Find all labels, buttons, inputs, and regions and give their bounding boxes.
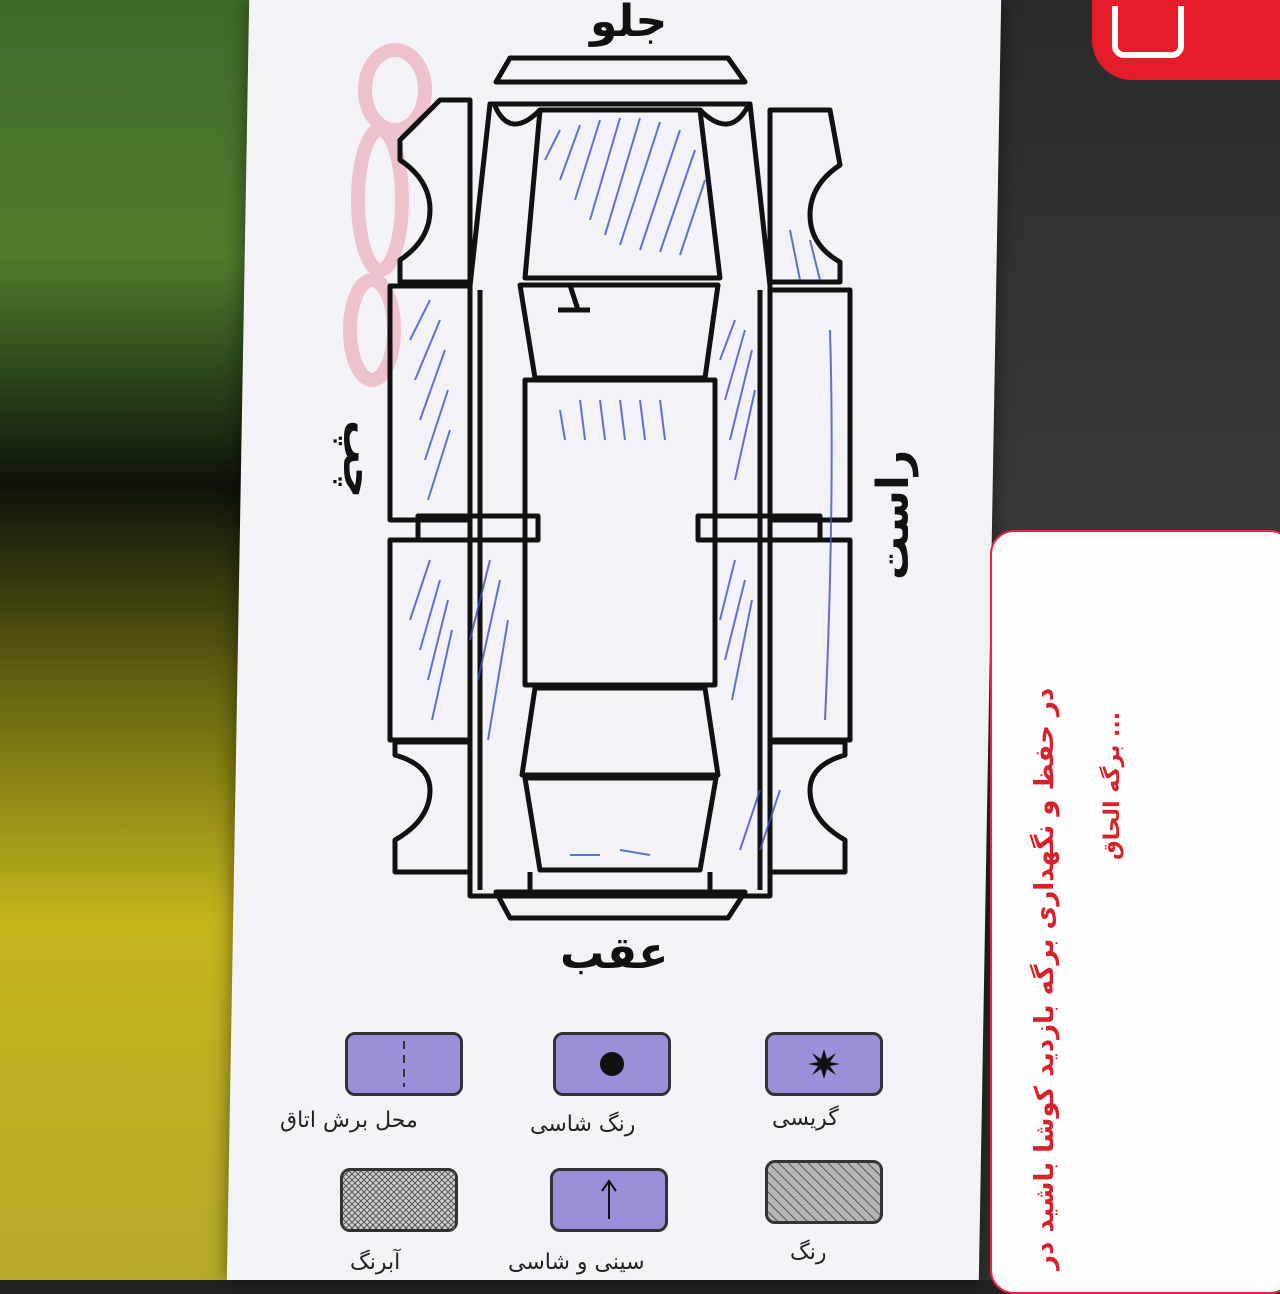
left-rear-door (387, 537, 473, 743)
rear-bumper (493, 889, 748, 921)
windshield (517, 282, 721, 381)
legend-label-paint: رنگ (790, 1240, 827, 1265)
right-front-fender (767, 107, 843, 285)
front-bumper (493, 55, 748, 85)
notice-line-1: در حفظ و نگهداری برگه بازدید کوشا باشید … (1030, 687, 1060, 1270)
rear-window (519, 685, 721, 778)
legend-label-watercolor: آبرنگ (350, 1250, 401, 1275)
right-rear-door (767, 537, 853, 743)
dot-icon (600, 1052, 624, 1076)
blue-hatching (409, 117, 833, 856)
legend-label-chassis-paint: رنگ شاسی (530, 1112, 636, 1137)
legend-grease (765, 1032, 883, 1096)
up-arrow-icon (601, 1179, 617, 1219)
legend-label-cut: محل برش اتاق (280, 1108, 418, 1133)
left-front-fender (397, 97, 473, 285)
legend-chassis-paint (553, 1032, 671, 1096)
left-label: چپ (333, 420, 384, 499)
notice-card (990, 530, 1280, 1294)
crosshatch-icon (343, 1171, 455, 1229)
red-tag-logo (1112, 6, 1184, 58)
legend-watercolor (340, 1168, 458, 1232)
trunk (522, 775, 719, 873)
cut-line-icon (403, 1041, 405, 1087)
legend-label-tray-chassis: سینی و شاسی (508, 1250, 645, 1275)
right-label: راست (868, 449, 919, 580)
front-label: جلو (590, 0, 668, 47)
right-rear-fender (767, 739, 848, 875)
left-rear-fender (392, 739, 473, 875)
right-front-door (767, 287, 853, 523)
left-front-door (387, 283, 473, 523)
rear-label: عقب (560, 928, 669, 979)
hood (522, 107, 723, 281)
pink-stamp (343, 43, 432, 387)
hatch-icon (768, 1163, 880, 1221)
roof (522, 377, 718, 688)
legend-paint (765, 1160, 883, 1224)
legend-label-grease: گریسی (772, 1106, 839, 1131)
notice-line-2: برگه الحاق ... (1100, 711, 1125, 860)
legend-tray-chassis (550, 1168, 668, 1232)
star-burst-icon (808, 1049, 840, 1079)
legend-cut-line (345, 1032, 463, 1096)
